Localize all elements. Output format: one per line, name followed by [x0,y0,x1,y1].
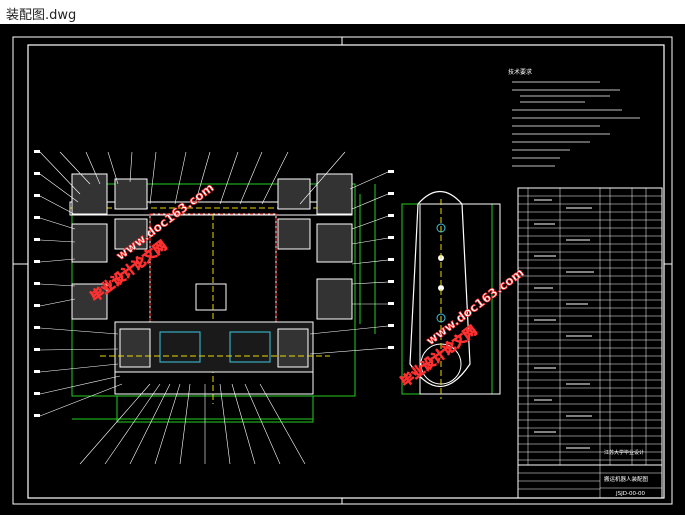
title-block: 江苏大学毕业设计 搬运机器人装配图 JSJD-00-00 [517,449,663,499]
parts-list-table [517,187,663,466]
file-tab-title[interactable]: 装配图.dwg [6,8,77,23]
balloon-leaders [39,151,389,465]
drawing-name: 搬运机器人装配图 [604,475,649,483]
assembly-main-view [69,173,376,423]
outer-frame [12,36,673,505]
arm-side-view [401,190,501,399]
balloon-ticks [34,150,394,417]
drawing-canvas[interactable]: 技术要求 [0,24,685,515]
technical-requirements: 技术要求 [508,68,640,167]
tech-requirements-heading: 技术要求 [508,68,532,76]
drawing-number: JSJD-00-00 [615,491,645,497]
file-tab-bar: 装配图.dwg [0,0,685,25]
inner-frame [27,44,665,499]
cad-drawing: 技术要求 [12,36,673,505]
school-name: 江苏大学毕业设计 [604,449,644,456]
watermark-2: 毕业设计论文网 www.doc163.com [397,265,527,391]
